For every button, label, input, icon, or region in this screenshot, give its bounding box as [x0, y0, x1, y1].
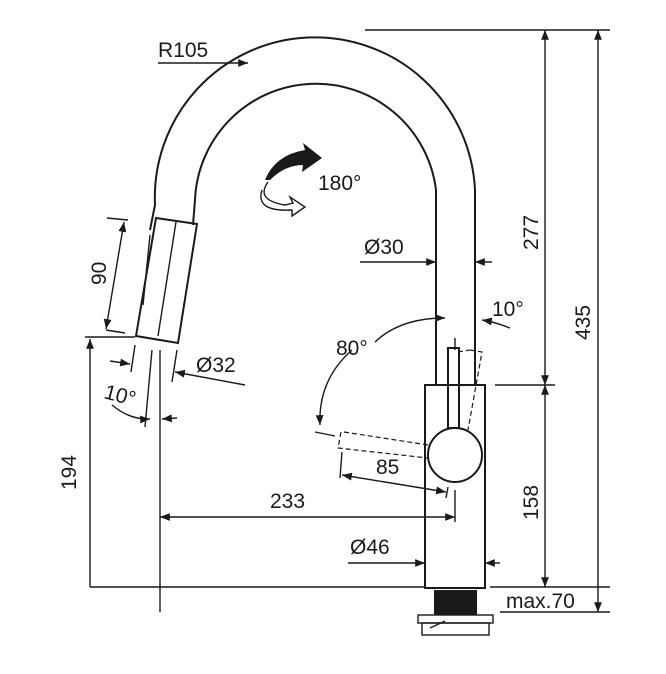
label-spray-head-length: 90 — [88, 262, 111, 285]
label-lever-length: 85 — [376, 456, 399, 479]
label-body-diameter: Ø46 — [350, 536, 390, 559]
label-spray-outlet-height: 194 — [58, 455, 81, 490]
spray-head — [134, 216, 199, 345]
label-lever-back-angle: 10° — [492, 298, 524, 321]
label-max-deck-thickness: max.70 — [506, 590, 575, 613]
rotation-arrow-icon — [260, 143, 322, 218]
label-lever-angle: 80° — [336, 337, 368, 360]
spout — [149, 36, 476, 385]
label-spout-height: 277 — [520, 215, 543, 250]
label-spout-radius: R105 — [158, 39, 208, 62]
mounting-shank — [417, 590, 494, 636]
label-total-height: 435 — [572, 305, 595, 340]
label-body-height: 158 — [520, 485, 543, 520]
dimension-lines — [85, 29, 610, 613]
label-reach: 233 — [270, 490, 305, 513]
label-spout-diameter: Ø30 — [364, 236, 404, 259]
label-spray-head-diameter: Ø32 — [196, 354, 236, 377]
label-spray-tilt-angle: 10° — [102, 381, 139, 411]
label-swivel-angle: 180° — [318, 172, 361, 195]
